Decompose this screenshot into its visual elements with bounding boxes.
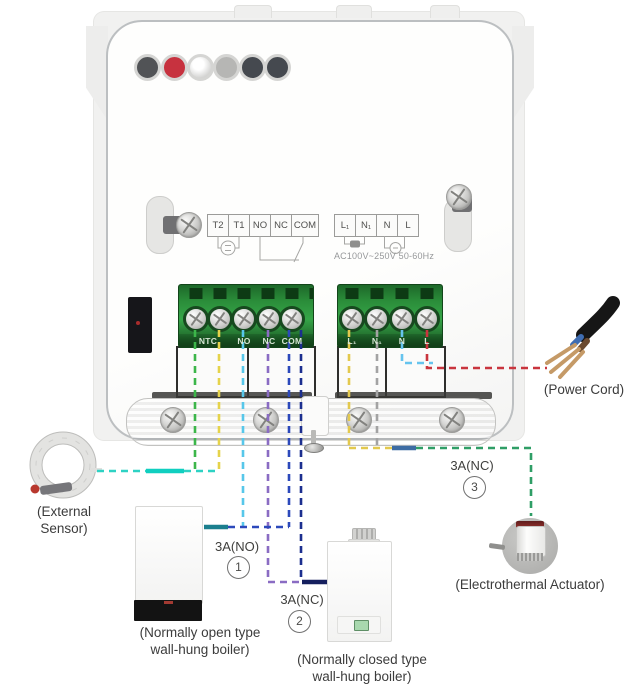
terminal-label: NC: [271, 214, 292, 237]
terminal-label: L: [398, 214, 419, 237]
screw-head: [304, 443, 324, 453]
block-label-nc: NC: [262, 336, 276, 346]
sensor-symbol: [220, 240, 236, 256]
boiler-display: [354, 620, 369, 631]
terminal-labels-right: L₁ N₁ N L: [334, 214, 419, 237]
terminal-screw-icon: [256, 306, 282, 332]
terminal-screw-icon: [279, 306, 305, 332]
actuator-label: (Electrothermal Actuator): [455, 577, 605, 592]
block-label-n1: N₁: [371, 336, 383, 346]
power-rating: AC100V~250V 50-60Hz: [333, 251, 435, 261]
rating-3a-nc2-label: 3A(NC): [280, 592, 324, 607]
wire-n-lightblue: [400, 330, 433, 365]
indicator-hole-pin: [187, 54, 214, 81]
indicator-hole-red: [161, 54, 188, 81]
external-sensor-label: (External Sensor): [36, 504, 92, 536]
circled-number-3: 3: [463, 476, 486, 499]
sensor-symbol: [225, 245, 231, 251]
boiler-open-label: (Normally open type wall-hung boiler): [110, 625, 290, 659]
screw-icon: [446, 184, 472, 210]
screw-icon: [160, 407, 186, 433]
side-slot: [128, 297, 152, 353]
mount-tab: [336, 5, 372, 18]
screw-icon: [176, 212, 202, 238]
terminal-label: COM: [292, 214, 319, 237]
block-label-ntc: NTC: [198, 336, 218, 346]
boiler-normally-open-panel: [134, 600, 202, 621]
block-label-l1: L₁: [347, 336, 357, 346]
fuse-symbol: [344, 236, 365, 245]
boiler-closed-label-line1: (Normally closed type: [297, 652, 427, 667]
block-label-com: COM: [281, 336, 303, 346]
circled-number-2: 2: [288, 610, 311, 633]
block-label-no: NO: [237, 336, 251, 346]
slot-red-dot: [136, 321, 140, 325]
wire-actuator-green: [416, 446, 533, 516]
boiler-control-panel: [337, 616, 381, 634]
indicator-hole-6: [264, 54, 291, 81]
circled-number-1: 1: [227, 556, 250, 579]
neutral-symbol: [384, 236, 405, 249]
mount-tab: [234, 5, 272, 18]
power-cord-image: [545, 296, 620, 379]
schematic-symbols: [217, 236, 405, 263]
fuse-symbol: [350, 240, 360, 248]
boiler-normally-open: [135, 506, 203, 604]
block-label-n: N: [398, 336, 406, 346]
boiler-closed-label: (Normally closed type wall-hung boiler): [272, 652, 452, 686]
terminal-label: N: [377, 214, 398, 237]
compartment-shadow: [152, 392, 312, 399]
mount-tab: [430, 5, 460, 18]
power-cord-label: (Power Cord): [543, 382, 625, 397]
screw-icon: [346, 407, 372, 433]
rating-3a-no-label: 3A(NO): [214, 539, 260, 554]
screw-icon: [253, 407, 279, 433]
compartment-shadow: [335, 392, 492, 399]
actuator-cap: [516, 521, 544, 528]
boiler-logo: [164, 601, 173, 604]
screw-shaft: [311, 430, 316, 445]
terminal-screw-icon: [339, 306, 365, 332]
wire-l-red: [425, 330, 547, 370]
green-terminal-block-right: L₁ N₁ N L: [337, 284, 443, 348]
boiler-closed-label-line2: wall-hung boiler): [312, 668, 412, 684]
rating-3a-nc3-label: 3A(NC): [450, 458, 494, 473]
block-label-l: L: [424, 336, 430, 346]
terminal-label: N₁: [356, 214, 377, 237]
indicator-hole-1: [134, 54, 161, 81]
neutral-symbol: [389, 242, 402, 254]
actuator-ribs: [517, 553, 543, 561]
boiler-open-label-line2: wall-hung boiler): [150, 641, 250, 657]
screw-icon: [439, 407, 465, 433]
boiler-open-label-line1: (Normally open type: [139, 625, 261, 640]
sensor-symbol: [217, 236, 240, 249]
loose-screw-icon: [304, 430, 324, 454]
relay-symbol: [259, 236, 304, 263]
indicator-hole-4: [213, 54, 240, 81]
